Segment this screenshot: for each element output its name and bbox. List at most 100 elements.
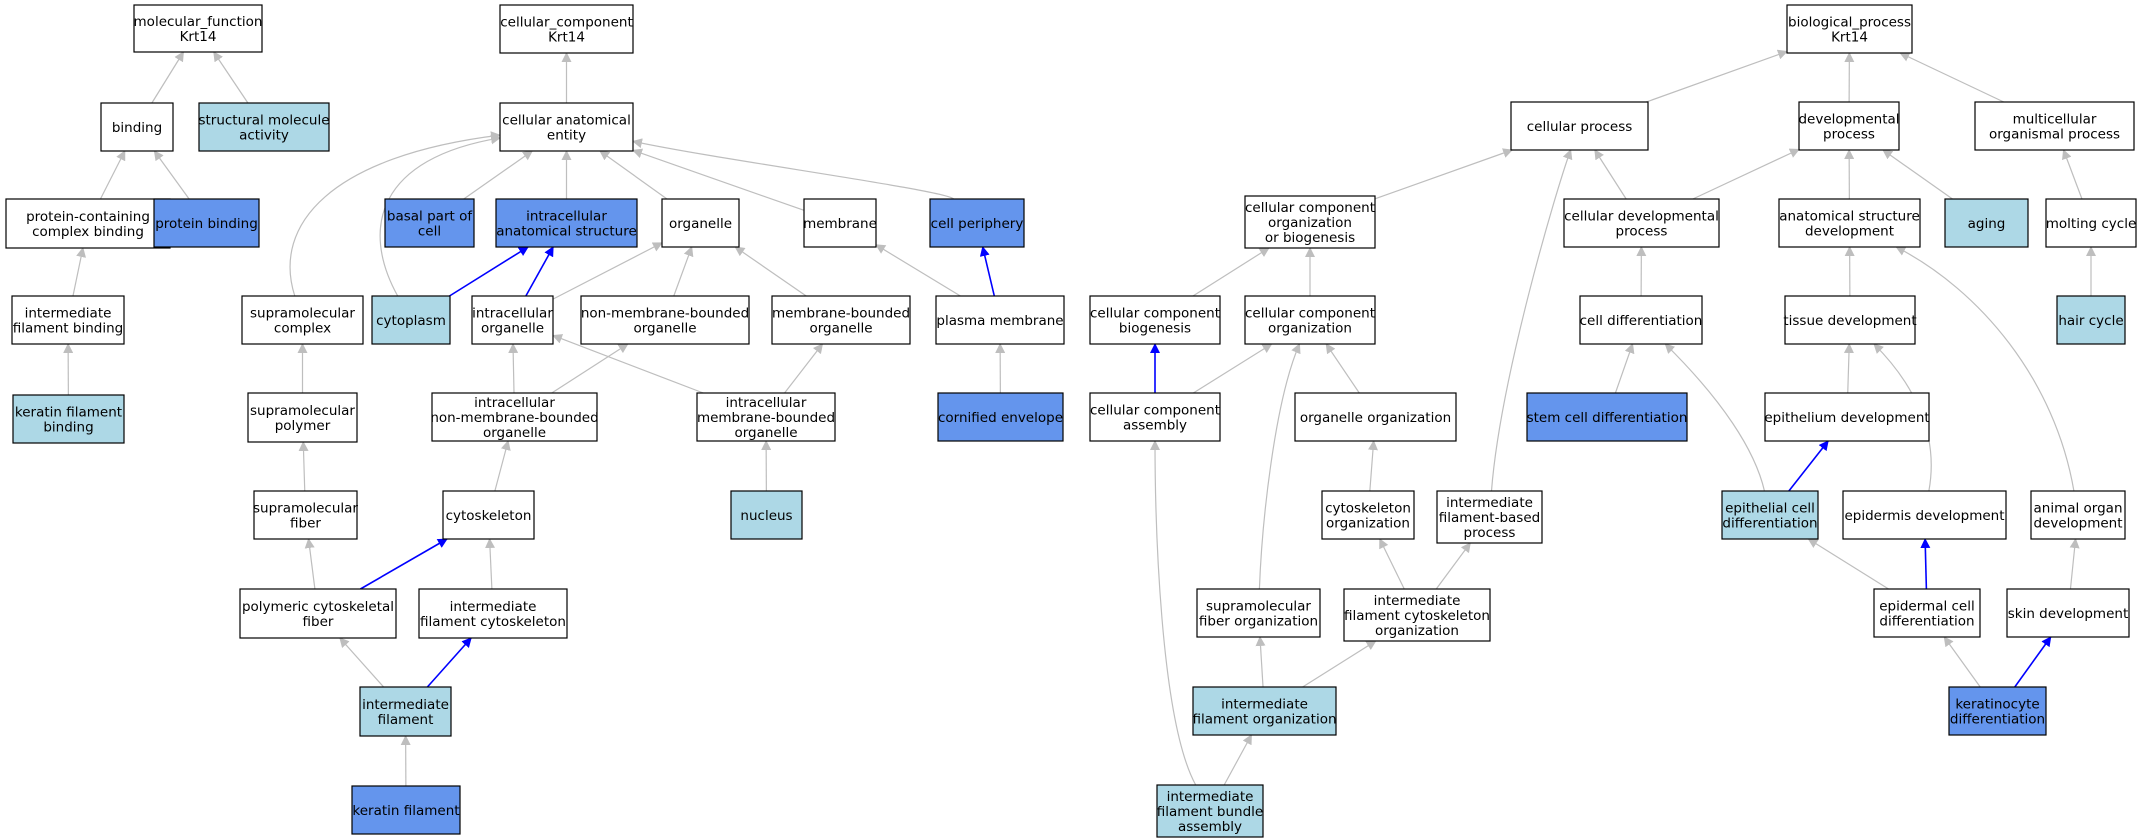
node-scd[interactable]: stem cell differentiation [1526,392,1688,442]
edge-binding-to-mf [151,51,184,104]
node-label-line: cellular component [1245,200,1375,216]
node-label-line: supramolecular [250,306,355,322]
node-label-line: intermediate [25,306,112,322]
node-sd[interactable]: skin development [2006,588,2130,638]
node-epd[interactable]: epidermis development [1842,490,2007,540]
node-pm[interactable]: plasma membrane [935,295,1065,345]
node-label-line: organelle [481,321,544,337]
node-aging[interactable]: aging [1944,198,2029,248]
node-box [1089,392,1221,442]
edge-cyto-to-ias [449,246,529,297]
node-label-line: keratinocyte [1955,697,2039,713]
node-organelle[interactable]: organelle [661,198,740,248]
edge-sd-to-aod [2069,538,2080,590]
node-label-line: process [1616,224,1668,240]
node-membrane[interactable]: membrane [803,198,877,248]
node-box [1798,101,1900,151]
node-ed[interactable]: epithelium development [1764,392,1930,442]
node-label-line: organelle [633,321,696,337]
node-cd[interactable]: cell differentiation [1579,295,1703,345]
node-box [1192,686,1337,736]
node-box [371,295,451,345]
node-label-line: cornified envelope [938,410,1063,426]
node-csk[interactable]: cytoskeleton [442,490,535,540]
node-label-line: epidermal cell [1879,599,1975,615]
node-pb[interactable]: protein binding [153,198,260,248]
node-box [1089,295,1221,345]
node-box [495,198,638,248]
node-molt[interactable]: molting cycle [2045,198,2137,248]
node-box [1294,392,1457,442]
edge-nmbo-to-organelle [673,246,694,297]
node-binding[interactable]: binding [100,102,174,152]
node-label-line: organelle [809,321,872,337]
node-ce[interactable]: cornified envelope [937,392,1064,442]
node-box [1778,198,1921,248]
node-box [2045,198,2137,248]
node-oo[interactable]: organelle organization [1294,392,1457,442]
edge-smf-to-smp [298,441,309,492]
node-label-line: intracellular [472,306,553,322]
node-box [5,198,171,249]
node-cyto[interactable]: cytoplasm [371,295,451,345]
node-label-line: organelle organization [1300,410,1451,426]
node-box [153,198,260,248]
node-cper[interactable]: cell periphery [929,198,1025,248]
node-label-line: biological_process [1788,15,1911,31]
node-label-line: entity [547,128,586,144]
node-cp[interactable]: cellular process [1510,101,1649,151]
node-label-line: keratin filament [352,803,459,819]
edge-sma-to-mf [213,51,249,104]
node-nucleus[interactable]: nucleus [730,490,803,540]
node-td[interactable]: tissue development [1783,295,1917,345]
node-kf[interactable]: keratin filament [351,785,461,835]
node-box [803,198,877,248]
node-inmbo[interactable]: intracellularnon-membrane-boundedorganel… [430,392,599,442]
node-box [471,295,554,345]
node-label-line: cellular_component [500,15,632,31]
node-box [1579,295,1703,345]
node-box [241,295,364,345]
node-hc[interactable]: hair cycle [2056,295,2126,345]
node-box [1944,198,2029,248]
edge-imbo-to-io [552,334,704,394]
